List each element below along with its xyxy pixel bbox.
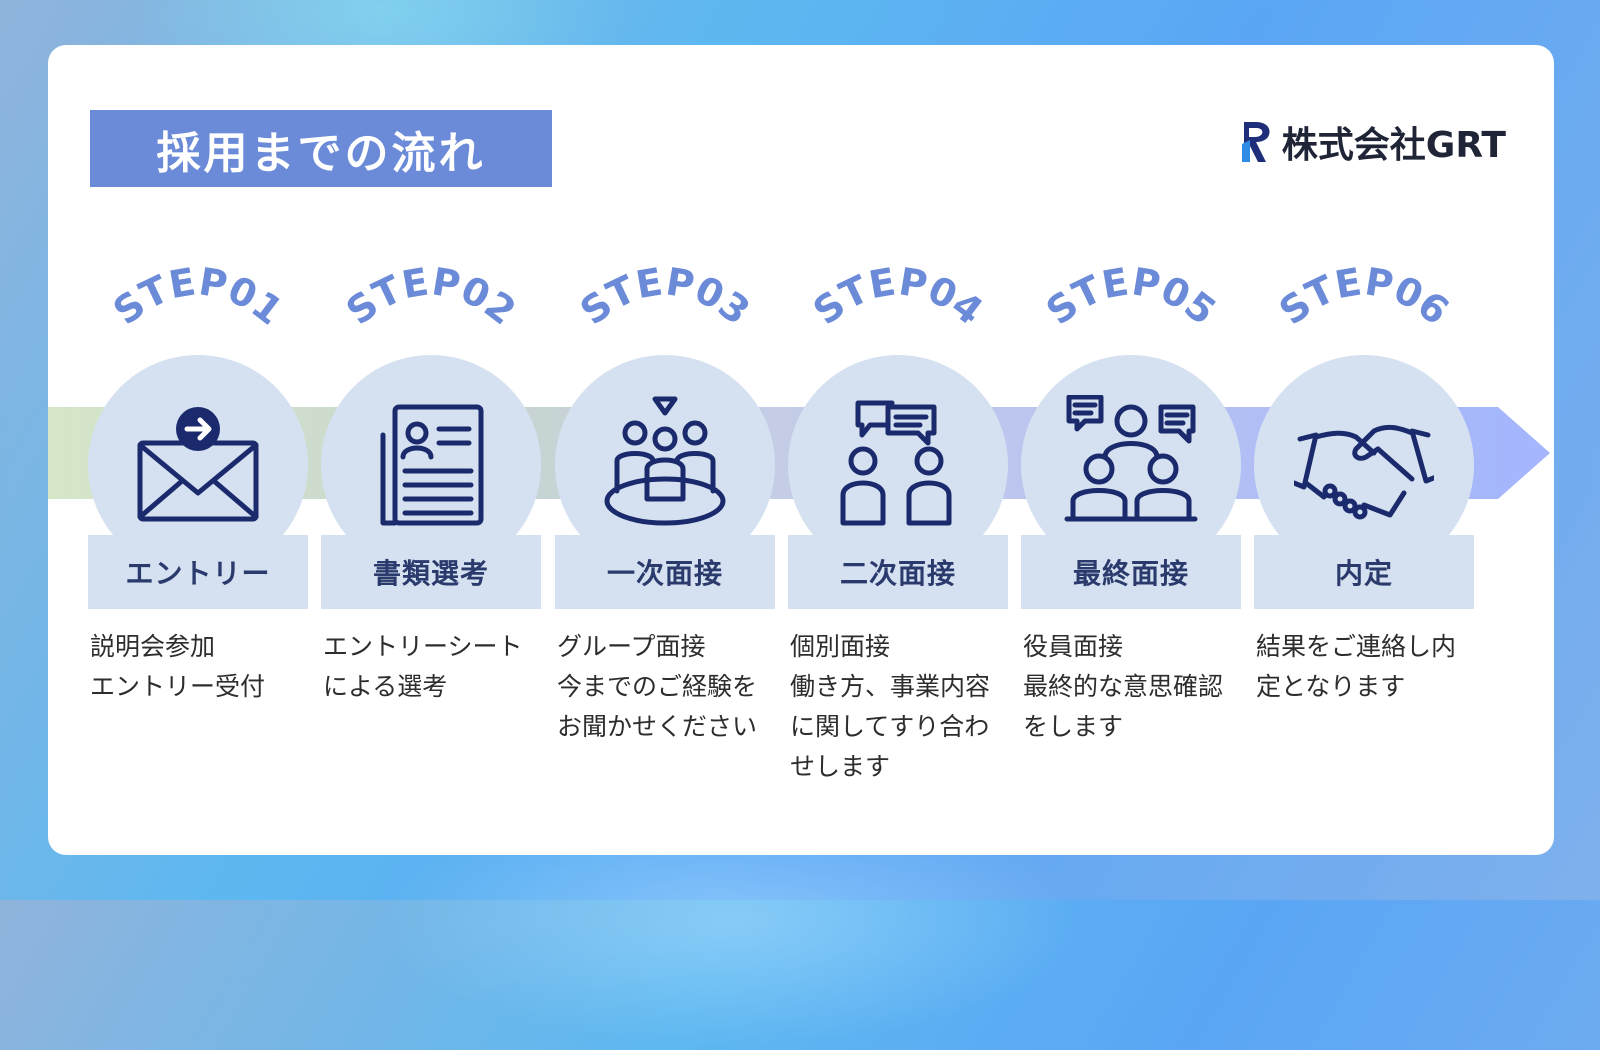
step-label: STEP02	[338, 259, 524, 333]
group-meeting-icon	[604, 396, 726, 526]
step-title: 内定	[1334, 557, 1393, 590]
svg-text:STEP05: STEP05	[1038, 259, 1224, 333]
board-meeting-icon	[1064, 395, 1198, 522]
svg-text:STEP03: STEP03	[572, 259, 758, 333]
step-description: グループ面接 今までのご経験をお聞かせください	[557, 632, 758, 741]
step-description: 個別面接 働き方、事業内容に関してすり合わせします	[790, 632, 991, 781]
step-description: 説明会参加 エントリー受付	[90, 632, 266, 701]
step-05: STEP05 最終面接 役員面接 最終的な意思確認をします	[1021, 259, 1241, 825]
title-banner: 採用までの流れ	[90, 110, 552, 187]
step-title: 一次面接	[606, 557, 723, 590]
step-description: 役員面接 最終的な意思確認をします	[1023, 632, 1224, 741]
step-label: STEP01	[105, 259, 291, 333]
step-label: STEP06	[1271, 259, 1457, 333]
step-03: STEP03 一次面接 グループ面接 今までのご経験をお聞かせください	[555, 259, 775, 825]
handshake-icon	[1294, 424, 1434, 520]
resume-document-icon	[380, 404, 484, 526]
step-title: エントリー	[125, 557, 271, 590]
company-name: 株式会社GRT	[1281, 125, 1506, 166]
svg-text:STEP01: STEP01	[105, 259, 291, 333]
step-description: 結果をご連絡し内定となります	[1256, 632, 1457, 701]
step-label: STEP04	[805, 259, 991, 333]
flow-arrow-head	[1498, 407, 1550, 499]
step-title-box: 二次面接	[788, 535, 1008, 609]
step-description: エントリーシートによる選考	[323, 632, 523, 701]
step-01: STEP01 エントリー 説明会参加 エントリー受付	[88, 259, 308, 825]
step-title-box: 書類選考	[321, 535, 541, 609]
step-04: STEP04 二次面接 個別面接 働き方、事業内容に関してすり合わせします	[788, 259, 1008, 825]
grt-logo-icon	[1241, 122, 1270, 162]
step-title-box: 最終面接	[1021, 535, 1241, 609]
slide-card: 採用までの流れ 株式会社GRT STEP01 エントリー	[48, 45, 1554, 855]
step-title-box: 一次面接	[555, 535, 775, 609]
step-title-box: エントリー	[88, 535, 308, 609]
conversation-icon	[840, 400, 952, 526]
step-06: STEP06 内定 結果をご連絡し内定となります	[1254, 259, 1474, 825]
step-title: 書類選考	[372, 557, 489, 590]
company-logo: 株式会社GRT	[1240, 117, 1506, 167]
step-title-box: 内定	[1254, 535, 1474, 609]
envelope-icon	[137, 407, 259, 522]
page-title: 採用までの流れ	[156, 127, 486, 179]
svg-text:STEP06: STEP06	[1271, 259, 1457, 333]
step-label: STEP03	[572, 259, 758, 333]
step-02: STEP02 書類選考 エントリーシートによる選考	[321, 259, 541, 825]
step-title: 最終面接	[1072, 557, 1189, 590]
step-label: STEP05	[1038, 259, 1224, 333]
step-title: 二次面接	[839, 557, 956, 590]
svg-text:STEP04: STEP04	[805, 259, 991, 333]
svg-text:STEP02: STEP02	[338, 259, 524, 333]
